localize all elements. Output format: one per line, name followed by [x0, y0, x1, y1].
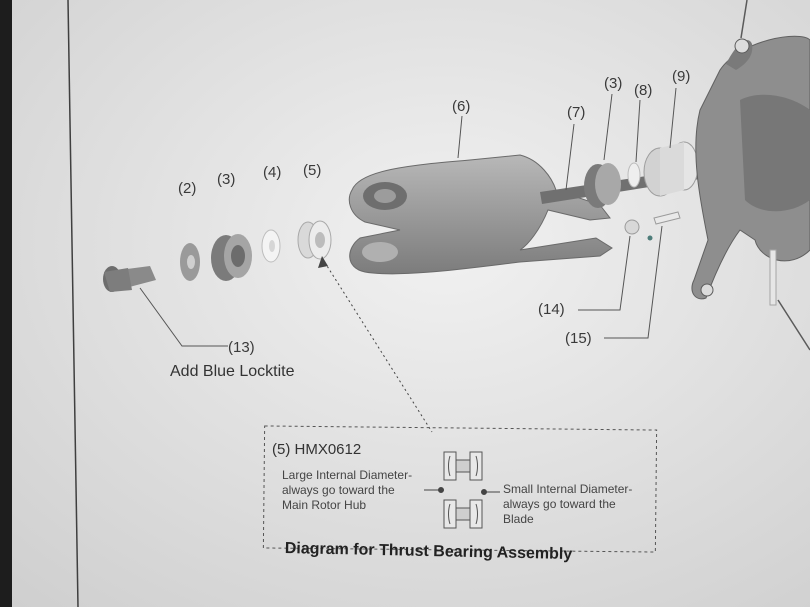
- callout-5: (5): [303, 162, 322, 179]
- leader-8: [635, 99, 641, 163]
- callout-7: (7): [567, 104, 586, 121]
- shim-part: [261, 229, 281, 263]
- page-left-shadow: [0, 0, 12, 607]
- bearing-part-left: [211, 234, 252, 281]
- callout-4: (4): [263, 164, 282, 181]
- washer-part: [180, 243, 200, 281]
- large-diameter-line-3: Main Rotor Hub: [282, 498, 367, 512]
- bearing-section-lower: [443, 499, 483, 529]
- leader-5-detail: [321, 257, 433, 433]
- leader-9: [669, 87, 677, 149]
- page-border-line: [67, 0, 79, 607]
- leader-7: [565, 123, 575, 191]
- locktite-note: Add Blue Locktite: [170, 363, 295, 380]
- small-washer-part: [627, 162, 641, 188]
- callout-13: (13): [228, 339, 255, 356]
- thrust-bearing-detail-box: [262, 425, 658, 553]
- leader-15: [604, 225, 663, 339]
- screw-part: [647, 211, 681, 241]
- small-diameter-line-3: Blade: [503, 512, 534, 526]
- bolt-part: [103, 266, 156, 292]
- large-diameter-line-1: Large Internal Diameter-: [282, 468, 413, 482]
- bearing-pointer-lines: [424, 487, 500, 495]
- callout-2: (2): [178, 180, 197, 197]
- callout-15: (15): [565, 330, 592, 347]
- rotor-hub-part: [691, 0, 810, 351]
- blade-grip-part: [348, 154, 613, 275]
- callout-8: (8): [634, 82, 653, 99]
- ball-part: [624, 219, 640, 235]
- damper-part: [643, 141, 699, 197]
- leader-3b: [603, 93, 613, 161]
- callout-3-right: (3): [604, 75, 623, 92]
- leader-13: [139, 287, 228, 347]
- small-diameter-line-1: Small Internal Diameter-: [503, 482, 633, 496]
- callout-9: (9): [672, 68, 691, 85]
- bearing-part-right: [584, 163, 621, 208]
- callout-6: (6): [452, 98, 471, 115]
- leader-5-arrowhead: [318, 256, 328, 268]
- large-diameter-line-2: always go toward the: [282, 483, 395, 497]
- bearing-section-upper: [443, 451, 483, 481]
- leader-6: [457, 115, 463, 159]
- thrust-bearing-part: [297, 220, 332, 260]
- callout-14: (14): [538, 301, 565, 318]
- small-diameter-line-2: always go toward the: [503, 497, 616, 511]
- leader-14: [578, 235, 631, 311]
- callout-3-left: (3): [217, 171, 236, 188]
- leader-lines: [139, 87, 677, 433]
- detail-box-title: (5) HMX0612: [272, 441, 362, 458]
